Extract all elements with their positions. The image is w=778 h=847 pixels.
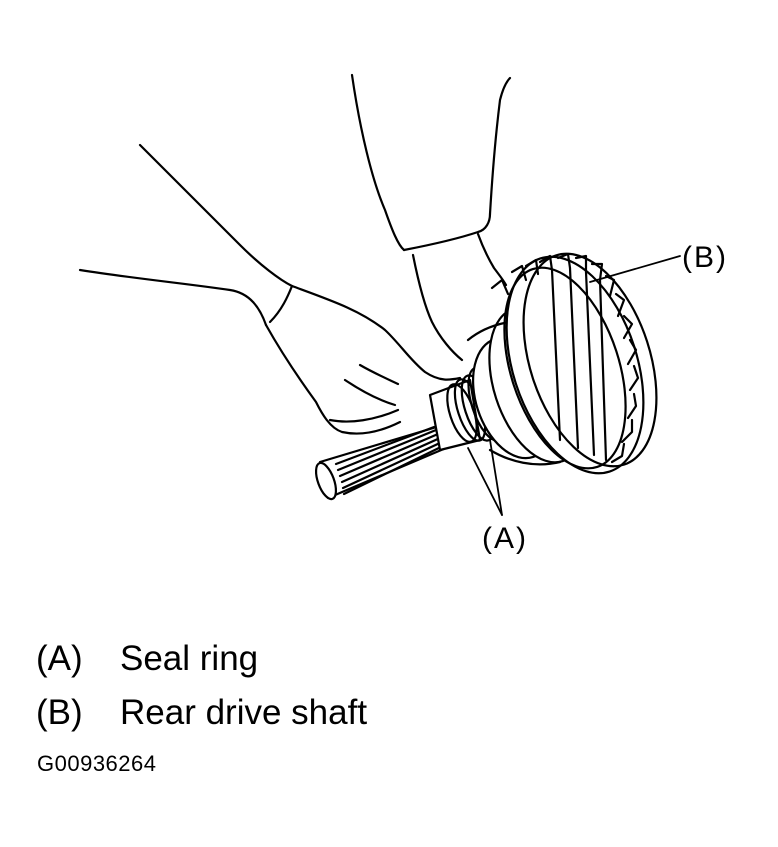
legend-row-b: (B) Rear drive shaft bbox=[36, 686, 367, 740]
seal-ring-installation-illustration bbox=[78, 73, 681, 516]
legend: (A) Seal ring (B) Rear drive shaft bbox=[36, 632, 367, 740]
rear-drive-shaft-gear bbox=[490, 252, 658, 475]
legend-description: Seal ring bbox=[120, 639, 259, 678]
legend-row-a: (A) Seal ring bbox=[36, 632, 367, 686]
legend-description: Rear drive shaft bbox=[120, 693, 368, 732]
upper-arm bbox=[350, 73, 512, 362]
legend-key: (A) bbox=[36, 639, 83, 678]
lower-arm bbox=[78, 143, 462, 435]
leader-lines bbox=[467, 255, 681, 516]
shaft-spline bbox=[314, 424, 448, 501]
figure-id: G00936264 bbox=[37, 751, 157, 776]
callout-label-b: (B) bbox=[682, 241, 728, 274]
legend-key: (B) bbox=[36, 693, 83, 732]
callout-label-a: (A) bbox=[482, 522, 528, 555]
